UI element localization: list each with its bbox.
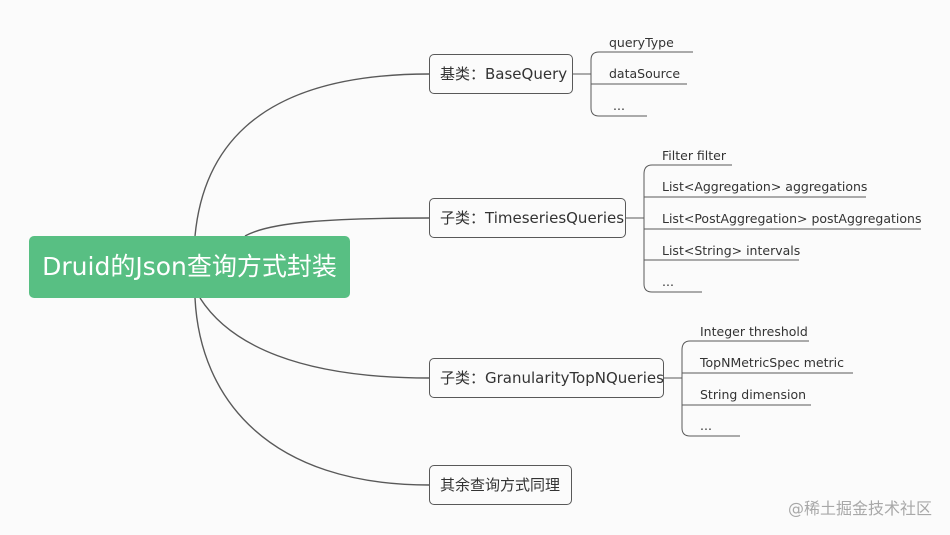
- bracket-branch-2: [643, 164, 732, 175]
- leaf-querytype[interactable]: queryType: [609, 35, 674, 50]
- edge-root-branch-3: [199, 297, 430, 379]
- branch-node-timeseries[interactable]: 子类：TimeseriesQueries: [429, 198, 626, 238]
- leaf-postaggregations[interactable]: List<PostAggregation> postAggregations: [662, 211, 922, 226]
- leaf-intervals[interactable]: List<String> intervals: [662, 243, 801, 258]
- branch-node-others[interactable]: 其余查询方式同理: [429, 465, 572, 505]
- bracket-branch-3: [681, 340, 809, 351]
- leaf-aggregations[interactable]: List<Aggregation> aggregations: [662, 179, 868, 194]
- leaf-more-3[interactable]: ...: [700, 418, 712, 433]
- leaf-dimension[interactable]: String dimension: [700, 387, 807, 402]
- branch-node-granularity-topn[interactable]: 子类：GranularityTopNQueries: [429, 358, 664, 398]
- edge-root-branch-1: [194, 73, 430, 237]
- watermark: @稀土掘金技术社区: [787, 499, 932, 518]
- edge-root-branch-2: [244, 217, 430, 237]
- leaf-metric[interactable]: TopNMetricSpec metric: [700, 355, 844, 370]
- branch-node-basequery[interactable]: 基类：BaseQuery: [429, 54, 573, 94]
- bracket-branch-1: [590, 60, 600, 117]
- leaf-filter[interactable]: Filter filter: [662, 148, 727, 163]
- leaf-threshold[interactable]: Integer threshold: [700, 324, 808, 339]
- leaf-more-2[interactable]: ...: [662, 274, 674, 289]
- leaf-datasource[interactable]: dataSource: [609, 66, 681, 81]
- root-node[interactable]: Druid的Json查询方式封装: [29, 236, 350, 298]
- leaf-more-1[interactable]: ...: [613, 98, 625, 113]
- edge-root-branch-4: [194, 297, 430, 486]
